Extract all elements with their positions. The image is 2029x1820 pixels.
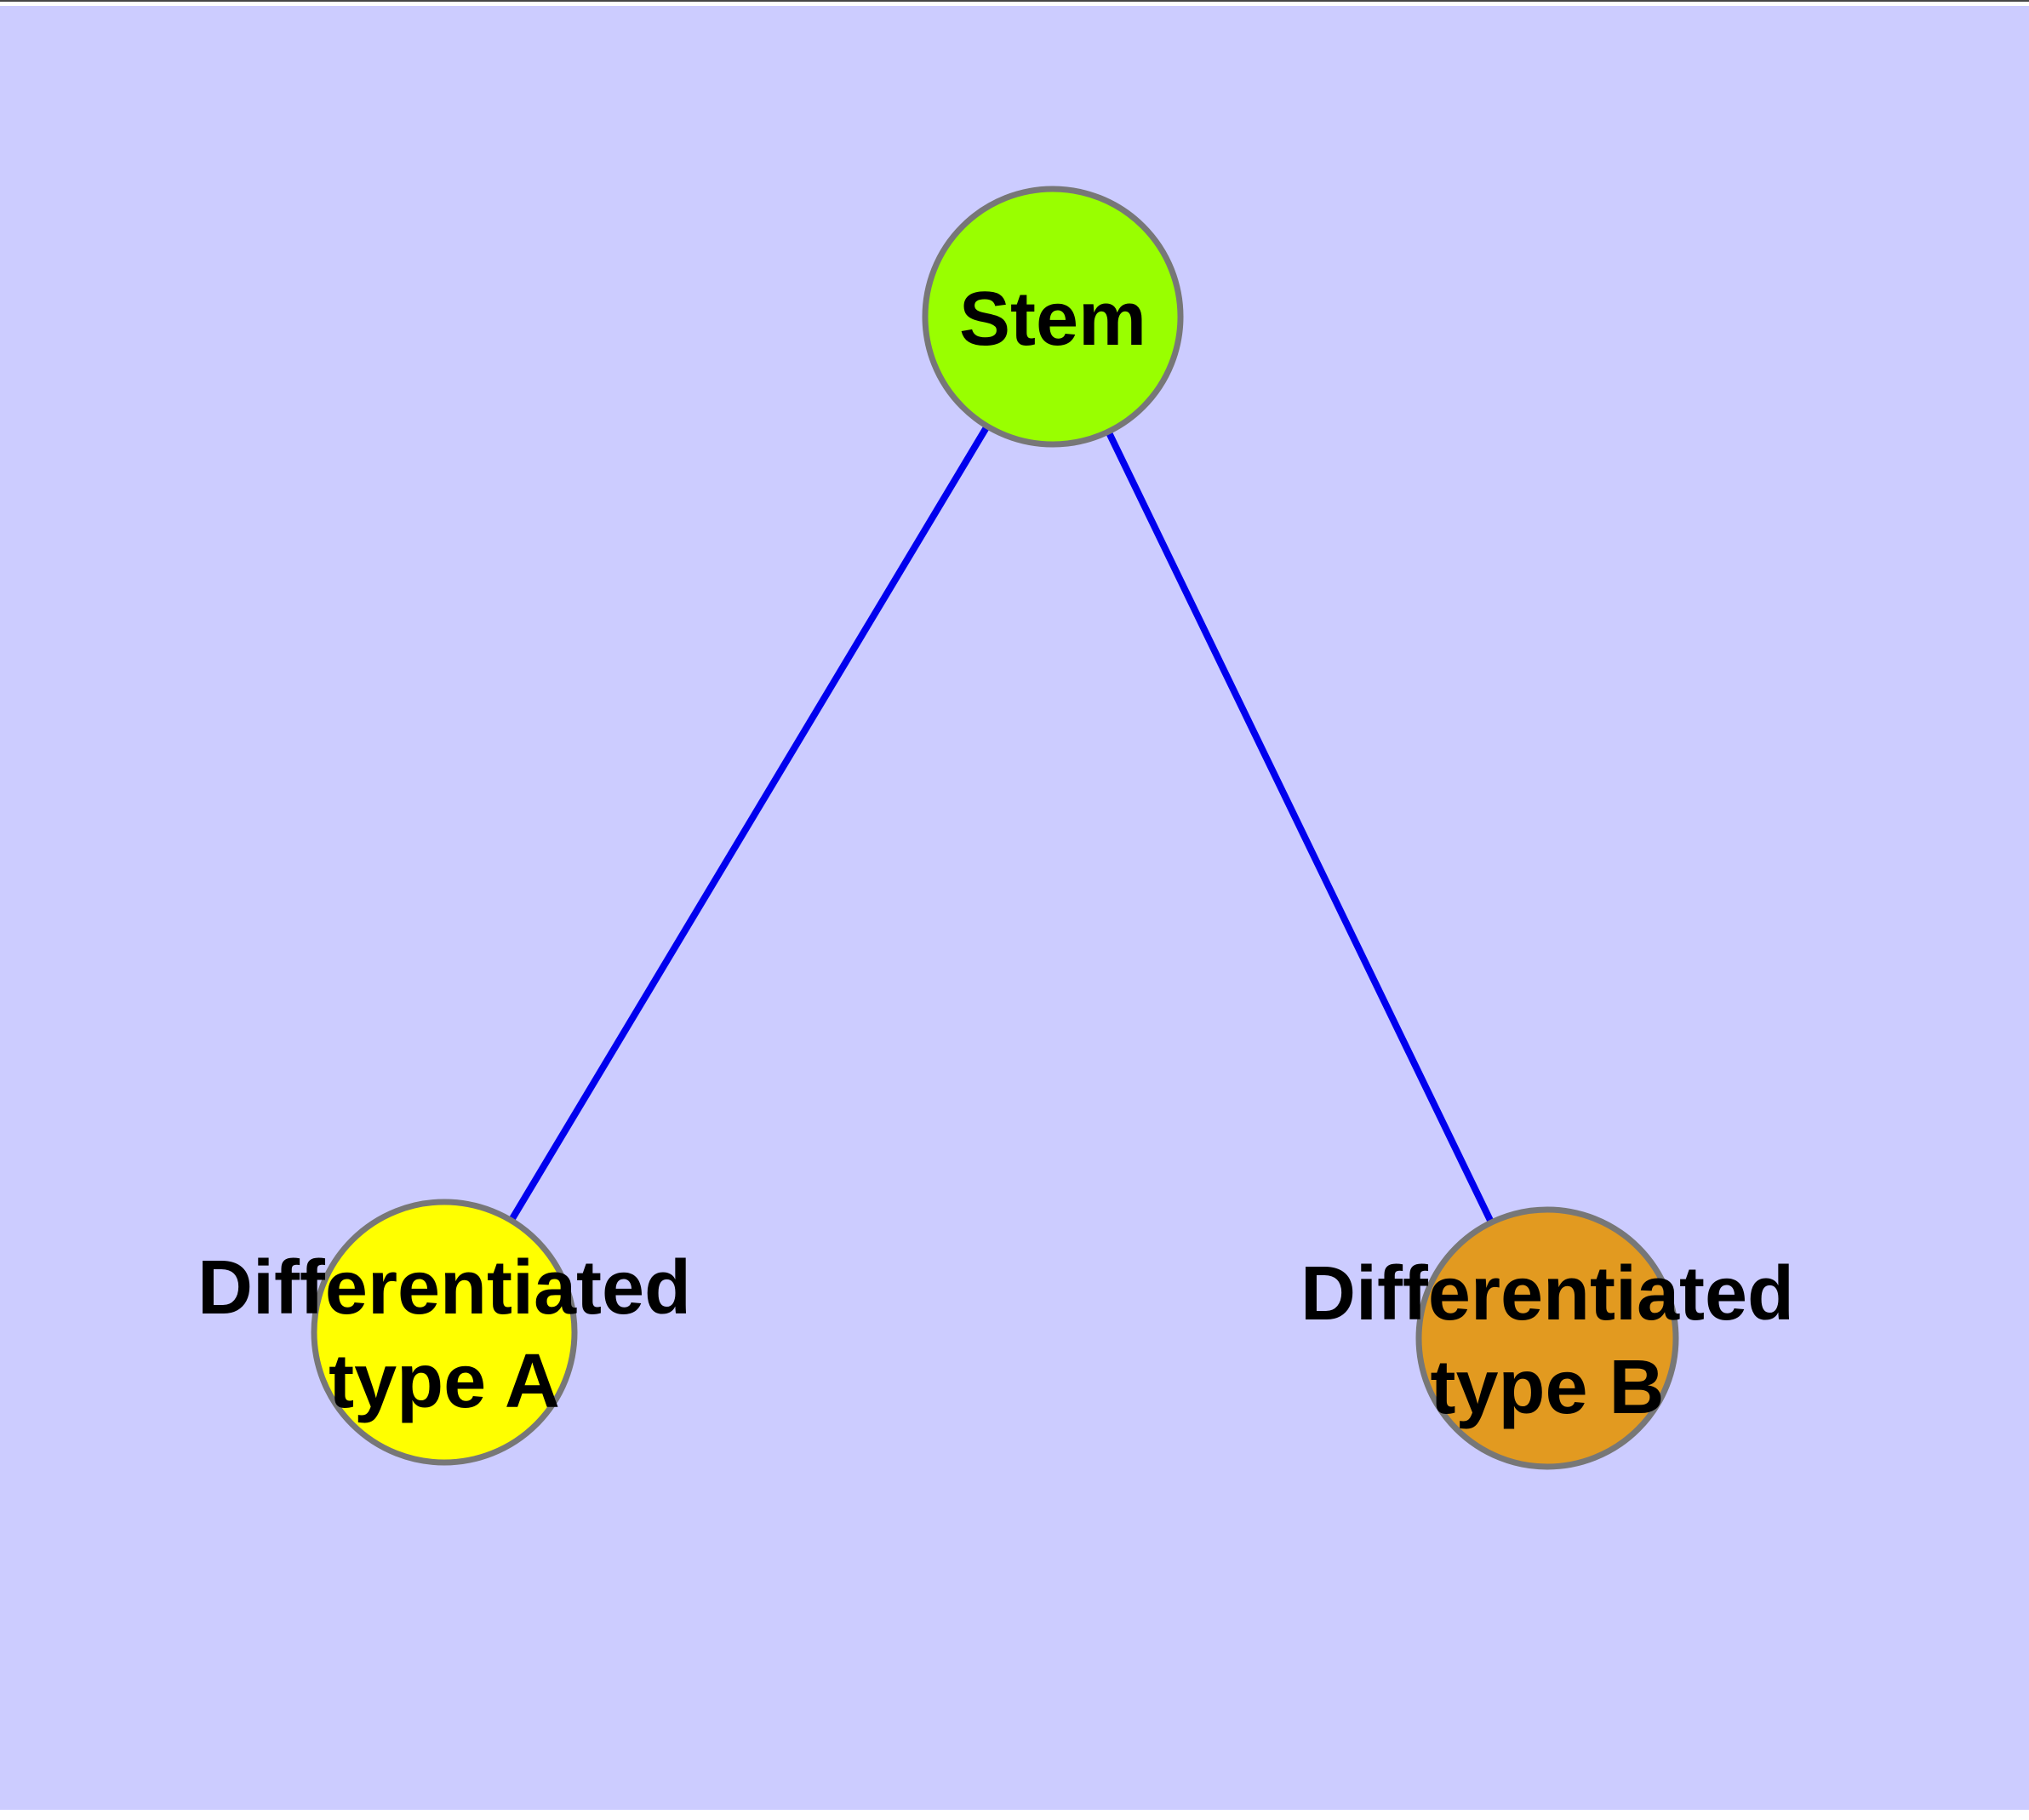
node-type-b-label-line2: type B [1430, 1345, 1664, 1430]
node-stem[interactable] [922, 186, 1184, 448]
node-differentiated-type-a[interactable] [311, 1199, 578, 1466]
edge-stem-to-type-a [441, 314, 1056, 1335]
node-type-a-label-line1: Differentiated [197, 1245, 691, 1331]
node-differentiated-type-b[interactable] [1415, 1206, 1679, 1470]
top-hairline [0, 0, 2029, 2]
node-stem-label: Stem [959, 277, 1146, 362]
node-type-a-label-line2: type A [329, 1339, 560, 1424]
node-type-b-label-line1: Differentiated [1300, 1251, 1794, 1336]
edge-stem-to-type-b [1049, 315, 1551, 1340]
